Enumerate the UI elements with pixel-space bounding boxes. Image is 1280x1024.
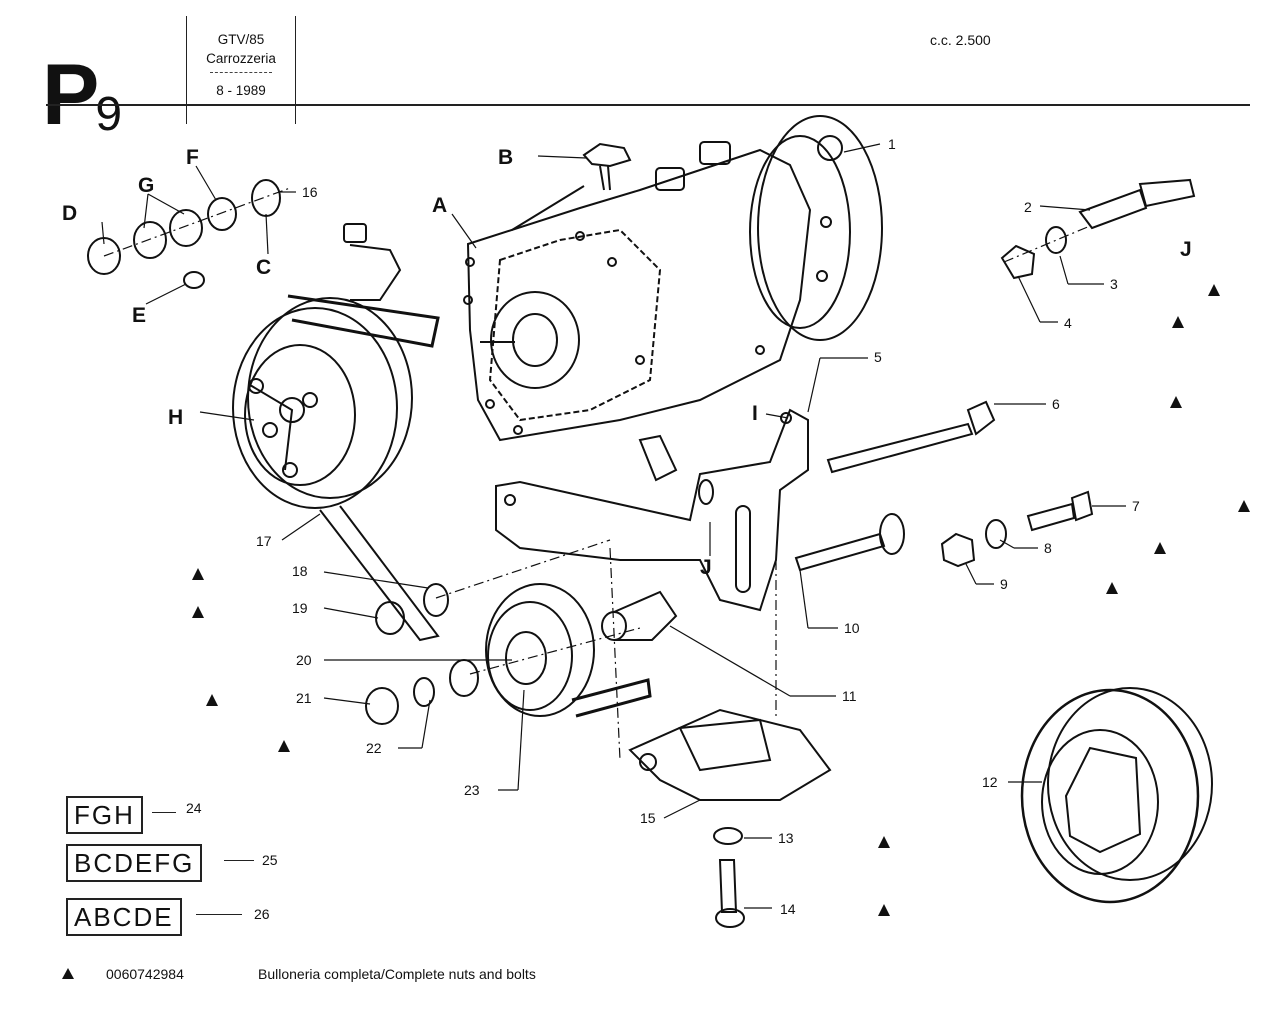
page-code: P9 <box>42 52 122 139</box>
kit-leader-25 <box>224 860 254 861</box>
callout-5: 5 <box>874 349 882 365</box>
header-rule <box>46 104 1250 106</box>
model-box-divider <box>210 72 272 73</box>
washer-3 <box>1045 226 1067 254</box>
label-c: C <box>256 256 271 279</box>
bolt-b <box>511 142 632 231</box>
washer-g-1 <box>133 221 167 259</box>
callout-7: 7 <box>1132 498 1140 514</box>
callout-16: 16 <box>302 184 318 200</box>
displacement-label: c.c. 2.500 <box>930 32 991 48</box>
bolt-10 <box>794 513 905 572</box>
bolt-7 <box>1026 490 1094 532</box>
kit-box-26: ABCDE <box>66 898 182 936</box>
body-type-label: Carrozzeria <box>206 51 276 66</box>
footer-description: Bulloneria completa/Complete nuts and bo… <box>258 966 536 982</box>
model-label: GTV/85 <box>217 32 265 47</box>
callout-19: 19 <box>292 600 308 616</box>
washer-20 <box>449 659 479 697</box>
label-j-stud: J <box>1180 238 1192 261</box>
compressor-body <box>463 115 883 442</box>
label-i: I <box>752 402 758 425</box>
kit-marker-icon <box>878 904 890 916</box>
kit-ref-24: 24 <box>186 800 202 816</box>
idler-pulley <box>319 505 652 718</box>
callout-11: 11 <box>842 688 857 704</box>
callout-22: 22 <box>366 740 382 756</box>
kit-ref-25: 25 <box>262 852 278 868</box>
callout-2: 2 <box>1024 199 1032 215</box>
kit-marker-icon <box>1208 284 1220 296</box>
kit-marker-icon <box>1172 316 1184 328</box>
kit-marker-icon <box>192 606 204 618</box>
footer-part-number: 0060742984 <box>106 966 184 982</box>
callout-10: 10 <box>844 620 860 636</box>
clutch-pulley <box>232 223 440 509</box>
kit-marker-icon <box>206 694 218 706</box>
label-f: F <box>186 146 199 169</box>
nut-21 <box>365 687 399 725</box>
kit-leader-26 <box>196 914 242 915</box>
crank-pulley <box>1020 687 1213 904</box>
label-j-bracket: J <box>700 556 712 579</box>
nut-9 <box>940 532 976 568</box>
nut-4 <box>1000 244 1036 280</box>
callout-13: 13 <box>778 830 794 846</box>
label-b: B <box>498 146 513 169</box>
stud-2 <box>1078 178 1196 230</box>
kit-marker-icon <box>1170 396 1182 408</box>
callout-3: 3 <box>1110 276 1118 292</box>
label-d: D <box>62 202 77 225</box>
kit-marker-icon <box>1106 582 1118 594</box>
mounting-bracket <box>495 408 809 612</box>
date-label: 8 - 1989 <box>216 83 266 98</box>
washer-22 <box>413 677 435 707</box>
callout-4: 4 <box>1064 315 1072 331</box>
kit-marker-icon <box>1238 500 1250 512</box>
callout-17: 17 <box>256 533 272 549</box>
page-code-number: 9 <box>95 88 123 141</box>
washer-8 <box>985 519 1007 549</box>
callout-23: 23 <box>464 782 480 798</box>
key-e <box>183 271 205 289</box>
kit-marker-icon <box>1154 542 1166 554</box>
label-h: H <box>168 406 183 429</box>
kit-marker-icon <box>878 836 890 848</box>
callout-14: 14 <box>780 901 796 917</box>
model-box: GTV/85 Carrozzeria 8 - 1989 <box>186 16 296 124</box>
callout-20: 20 <box>296 652 312 668</box>
kit-marker-triangles <box>192 284 1250 916</box>
callout-12: 12 <box>982 774 998 790</box>
callout-1: 1 <box>888 136 896 152</box>
callout-6: 6 <box>1052 396 1060 412</box>
label-e: E <box>132 304 146 327</box>
kit-leader-24 <box>152 812 176 813</box>
support-plate <box>628 708 832 801</box>
callout-21: 21 <box>296 690 312 706</box>
nut-19 <box>375 601 405 635</box>
washer-13 <box>713 827 743 845</box>
kit-marker-icon <box>278 740 290 752</box>
circlip-f <box>207 197 237 231</box>
footer-triangle-icon <box>62 968 74 979</box>
bolt-14 <box>715 859 745 928</box>
kit-box-24: FGH <box>66 796 143 834</box>
callout-9: 9 <box>1000 576 1008 592</box>
kit-ref-26: 26 <box>254 906 270 922</box>
kit-marker-icon <box>192 568 204 580</box>
washer-g-2 <box>169 209 203 247</box>
callout-8: 8 <box>1044 540 1052 556</box>
kit-box-25: BCDEFG <box>66 844 203 882</box>
page-code-letter: P <box>42 47 99 143</box>
nut-c <box>251 179 281 217</box>
spacer-sleeve <box>601 590 678 641</box>
washer-18 <box>423 583 449 617</box>
long-bolt <box>826 400 996 474</box>
callout-15: 15 <box>640 810 656 826</box>
callout-18: 18 <box>292 563 308 579</box>
label-a: A <box>432 194 447 217</box>
label-g: G <box>138 174 154 197</box>
